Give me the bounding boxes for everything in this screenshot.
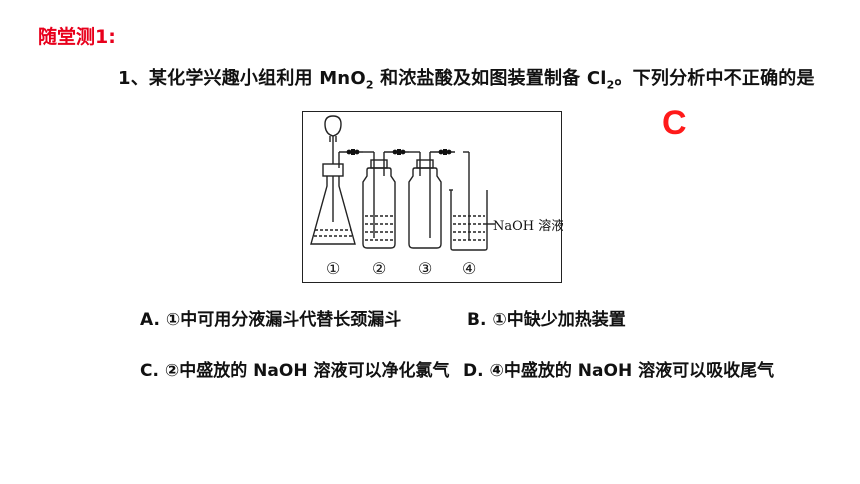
beaker-4 [449,151,495,251]
option-c: C. ②中盛放的 NaOH 溶液可以净化氯气 [140,361,450,381]
flask-1 [310,115,363,245]
question-suffix: 。下列分析中不正确的是 [614,68,815,89]
answer-mark: C [662,104,687,142]
reagent-label: NaOH 溶液 [493,219,563,234]
option-a: A. ①中可用分液漏斗代替长颈漏斗 [140,310,402,330]
question-text: 1、某化学兴趣小组利用 MnO2 和浓盐酸及如图装置制备 Cl2。下列分析中不正… [118,64,815,92]
label-3: ③ [418,259,432,278]
label-2: ② [372,259,386,278]
question-subscript-cl2: 2 [606,78,615,92]
option-d: D. ④中盛放的 NaOH 溶液可以吸收尾气 [463,361,775,381]
tube-joints [346,149,452,155]
bottle-3 [408,151,455,249]
apparatus-diagram: NaOH 溶液 ① ② ③ ④ [310,115,563,278]
question-middle: 和浓盐酸及如图装置制备 Cl [373,68,607,89]
apparatus-figure: NaOH 溶液 ① ② ③ ④ [302,111,563,283]
slide-heading: 随堂测1: [38,26,116,48]
option-b: B. ①中缺少加热装置 [467,310,626,330]
question-subscript-mno2: 2 [365,78,374,92]
question-prefix: 1、某化学兴趣小组利用 MnO [118,68,366,89]
label-4: ④ [462,259,476,278]
label-1: ① [326,259,340,278]
bottle-2 [362,151,409,249]
